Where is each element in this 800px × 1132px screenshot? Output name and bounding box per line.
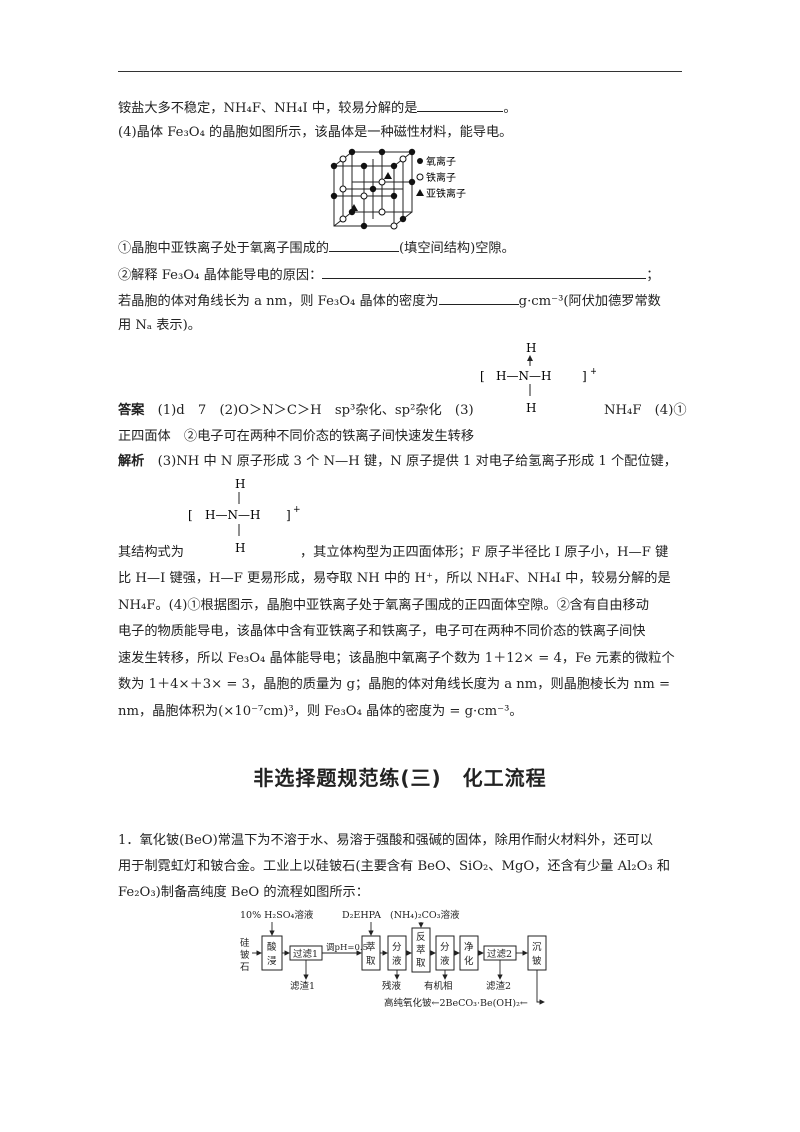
struct-arrow-head bbox=[527, 355, 533, 361]
analysis-text-1: (3)NH 中 N 原子形成 3 个 N—H 键，N 原子提供 1 对电子给氢离… bbox=[157, 454, 677, 469]
answer-line-2: 正四面体 ②电子可在两种不同价态的铁离子间快速发生转移 bbox=[118, 429, 475, 444]
flow-purify-1: 净 bbox=[464, 941, 474, 953]
analysis-line-2b: ，其立体构型为正四面体形；F 原子半径比 I 原子小，H—F 键 bbox=[300, 545, 669, 560]
flow-residue2: 滤渣2 bbox=[486, 980, 511, 992]
analysis-line-2a: 其结构式为 bbox=[118, 545, 184, 560]
line-3-text-b: (填空间结构)空隙。 bbox=[399, 241, 515, 256]
analysis-line-8: nm，晶胞体积为(×10⁻⁷cm)³，则 Fe₃O₄ 晶体的密度为 = g·cm… bbox=[118, 704, 523, 719]
line-5: 若晶胞的体对角线长为 a nm，则 Fe₃O₄ 晶体的密度为 g·cm⁻³(阿伏加… bbox=[118, 292, 661, 311]
flow-purify-2: 化 bbox=[464, 955, 474, 967]
section-title: 非选择题规范练(三) 化工流程 bbox=[253, 766, 547, 790]
line-6: 用 Nₐ 表示)。 bbox=[118, 318, 201, 333]
struct2-charge: + bbox=[293, 505, 300, 515]
answer-label: 答案 bbox=[118, 403, 145, 418]
line-5-text-b: g·cm⁻³(阿伏加德罗常数 bbox=[518, 294, 661, 309]
analysis-label: 解析 bbox=[118, 454, 145, 469]
crystal-cell-figure: 氧离子 铁离子 亚铁离子 bbox=[330, 148, 466, 230]
flow-product: 高纯氧化铍←2BeCO₃·Be(OH)₂← bbox=[384, 997, 528, 1009]
flow-extract-2: 取 bbox=[366, 956, 376, 967]
flow-leach-2: 浸 bbox=[267, 956, 277, 967]
legend-oxygen-marker bbox=[417, 158, 423, 164]
flow-organic: 有机相 bbox=[424, 980, 453, 992]
analysis-line-7: 数为 1＋4×＋3× = 3，晶胞的质量为 g；晶胞的体对角线长度为 a nm，… bbox=[118, 677, 671, 692]
answer-line-1: 答案 (1)d 7 (2)O＞N＞C＞H sp³杂化、sp²杂化 (3) bbox=[118, 402, 474, 420]
analysis-line-1: 解析 (3)NH 中 N 原子形成 3 个 N—H 键，N 原子提供 1 对电子… bbox=[118, 453, 677, 471]
struct2-bond-row: H—N—H bbox=[205, 508, 260, 522]
flow-precip-1: 沉 bbox=[532, 942, 542, 953]
line-1-end: 。 bbox=[503, 101, 517, 116]
flow-extract-1: 萃 bbox=[366, 942, 376, 953]
process-flow-diagram: 10% H₂SO₄溶液 D₂EHPA (NH₄)₂CO₃溶液 硅 铍 石 酸 浸… bbox=[240, 909, 547, 1009]
ferrous-ions bbox=[350, 172, 392, 211]
header-rule bbox=[118, 71, 682, 72]
legend-ferrous-marker bbox=[416, 189, 424, 196]
struct2-h-bottom: H bbox=[235, 541, 245, 554]
legend-oxygen: 氧离子 bbox=[426, 155, 456, 168]
answer-blank-4[interactable] bbox=[438, 292, 519, 305]
flow-ore-3: 石 bbox=[240, 962, 250, 973]
flow-reextract-3: 取 bbox=[416, 958, 426, 969]
analysis-line-6: 速发生转移，所以 Fe₃O₄ 晶体能导电；该晶胞中氧离子个数为 1＋12× = … bbox=[118, 651, 675, 666]
struct-bond-row: H—N—H bbox=[496, 369, 551, 383]
flow-precip-2: 铍 bbox=[532, 955, 542, 967]
flow-ore-2: 铍 bbox=[240, 949, 250, 961]
line-1: 铵盐大多不稳定，NH₄F、NH₄I 中，较易分解的是 。 bbox=[118, 99, 517, 118]
line-1-text: 铵盐大多不稳定，NH₄F、NH₄I 中，较易分解的是 bbox=[118, 101, 418, 116]
flow-box-reextract bbox=[411, 927, 431, 973]
flow-sep2-2: 液 bbox=[440, 955, 450, 967]
analysis-line-4: NH₄F。(4)①根据图示，晶胞中亚铁离子处于氧离子围成的正四面体空隙。②含有自… bbox=[118, 598, 649, 613]
struct-h-top: H bbox=[526, 341, 536, 355]
ammonium-structure-analysis: H [ H—N—H ] + H bbox=[188, 477, 300, 554]
struct-h-bottom: H bbox=[526, 401, 536, 415]
legend-ferrous: 亚铁离子 bbox=[426, 187, 466, 200]
line-4-text-a: ②解释 Fe₃O₄ 晶体能导电的原因： bbox=[118, 268, 323, 283]
flow-input-d2ehpa: D₂EHPA bbox=[342, 910, 381, 921]
struct2-bracket-left: [ bbox=[188, 508, 193, 522]
flow-residue1: 滤渣1 bbox=[290, 980, 315, 992]
line-4: ②解释 Fe₃O₄ 晶体能导电的原因： ； bbox=[118, 266, 659, 285]
answer-blank-1[interactable] bbox=[417, 99, 504, 112]
struct2-bracket-right: ] bbox=[286, 508, 291, 522]
analysis-line-3: 比 H—I 键强，H—F 更易形成，易夺取 NH 中的 H⁺，所以 NH₄F、N… bbox=[118, 571, 671, 586]
flow-sep1-2: 液 bbox=[392, 955, 402, 967]
flow-sep2-1: 分 bbox=[440, 942, 450, 953]
flow-reextract-1: 反 bbox=[416, 932, 426, 943]
legend-iron: 铁离子 bbox=[426, 171, 456, 184]
answer-blank-3[interactable] bbox=[322, 266, 647, 279]
answer-text-1: (1)d 7 (2)O＞N＞C＞H sp³杂化、sp²杂化 (3) bbox=[157, 403, 474, 418]
struct-charge: + bbox=[590, 367, 596, 377]
struct2-h-top: H bbox=[235, 477, 245, 491]
line-4-text-b: ； bbox=[646, 268, 660, 283]
struct-bracket-right: ] bbox=[582, 369, 587, 383]
flow-ph: 调pH=0.5 bbox=[326, 943, 368, 953]
flow-filter1: 过滤1 bbox=[293, 948, 318, 960]
flow-arrows bbox=[252, 922, 545, 1005]
line-5-text-a: 若晶胞的体对角线长为 a nm，则 Fe₃O₄ 晶体的密度为 bbox=[118, 294, 439, 309]
ammonium-structure-answer: H [ H—N—H ] + H bbox=[480, 341, 596, 415]
oxygen-ions bbox=[330, 148, 416, 230]
answer-blank-2[interactable] bbox=[329, 239, 399, 252]
flow-ore-1: 硅 bbox=[240, 937, 250, 949]
analysis-line-5: 电子的物质能导电，该晶体中含有亚铁离子和铁离子，电子可在两种不同价态的铁离子间快 bbox=[118, 624, 646, 639]
iron-ions bbox=[339, 155, 407, 230]
flow-input-carbonate: (NH₄)₂CO₃溶液 bbox=[390, 909, 460, 921]
line-3-text-a: ①晶胞中亚铁离子处于氧离子围成的 bbox=[118, 241, 329, 256]
flow-sep1-1: 分 bbox=[392, 942, 402, 953]
flow-filter2: 过滤2 bbox=[487, 948, 512, 960]
flow-reextract-2: 萃 bbox=[416, 945, 426, 956]
question-1-line-2: 用于制霓虹灯和铍合金。工业上以硅铍石(主要含有 BeO、SiO₂、MgO，还含有… bbox=[118, 859, 671, 874]
flow-input-acid: 10% H₂SO₄溶液 bbox=[240, 909, 314, 921]
line-3: ①晶胞中亚铁离子处于氧离子围成的 (填空间结构)空隙。 bbox=[118, 239, 515, 258]
legend-iron-marker bbox=[416, 173, 424, 181]
question-1-line-1: 1．氧化铍(BeO)常温下为不溶于水、易溶于强酸和强碱的固体，除用作耐火材料外，… bbox=[118, 833, 653, 848]
answer-text-1b: NH₄F (4)① bbox=[604, 403, 687, 418]
struct-bracket-left: [ bbox=[480, 369, 485, 383]
line-2: (4)晶体 Fe₃O₄ 的晶胞如图所示，该晶体是一种磁性材料，能导电。 bbox=[118, 125, 513, 140]
flow-leach-1: 酸 bbox=[267, 941, 277, 953]
flow-raffinate: 残液 bbox=[382, 980, 402, 992]
question-1-line-3: Fe₂O₃)制备高纯度 BeO 的流程如图所示： bbox=[118, 885, 369, 900]
